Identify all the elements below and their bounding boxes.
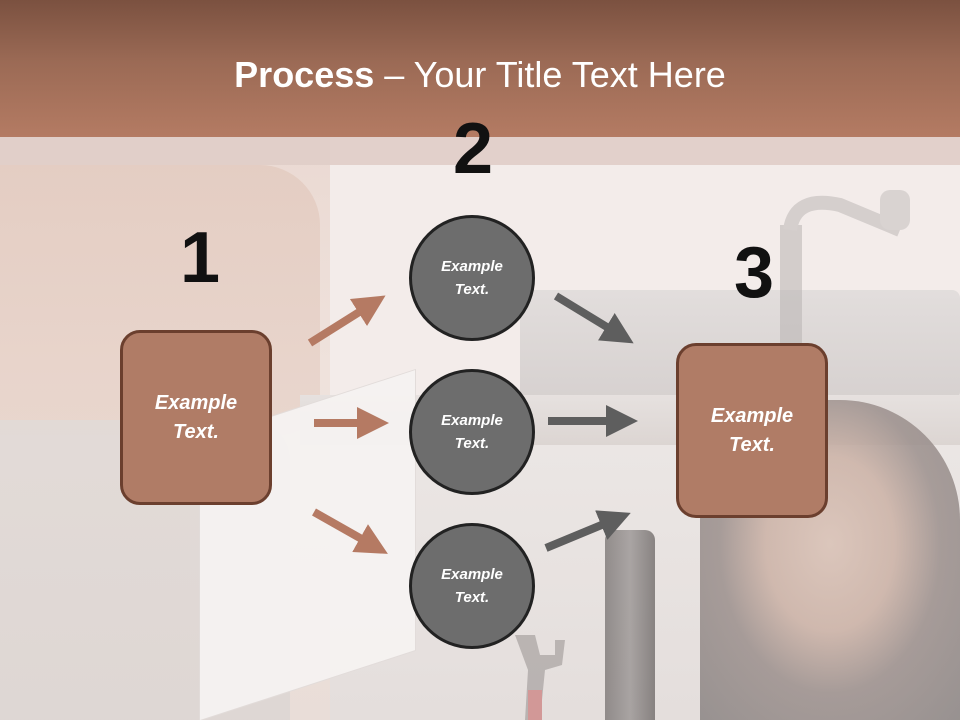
process-box-left-text: Example Text.: [154, 391, 238, 443]
header-band: [0, 0, 960, 137]
process-circle-top: Example Text.: [409, 215, 535, 341]
process-circle-middle: Example Text.: [409, 369, 535, 495]
process-box-right-text: Example Text.: [710, 404, 794, 456]
process-circle-bottom: Example Text.: [409, 523, 535, 649]
title-bold: Process: [234, 54, 375, 95]
header-sub-band: [0, 137, 960, 165]
background-photo-pipe: [605, 530, 655, 720]
process-circle-middle-text: Example Text.: [441, 412, 503, 452]
process-box-right: Example Text.: [676, 343, 828, 518]
step-number-3: 3: [733, 233, 775, 313]
background-photo-wrench-icon: [515, 635, 565, 720]
process-box-left: Example Text.: [120, 330, 272, 505]
process-circle-top-text: Example Text.: [441, 258, 503, 298]
step-number-1: 1: [179, 218, 221, 298]
title-rest: – Your Title Text Here: [374, 54, 726, 95]
step-number-2: 2: [452, 109, 494, 189]
slide-title: Process – Your Title Text Here: [0, 54, 960, 96]
process-circle-bottom-text: Example Text.: [441, 566, 503, 606]
background-photo-faucet-icon: [780, 190, 910, 345]
